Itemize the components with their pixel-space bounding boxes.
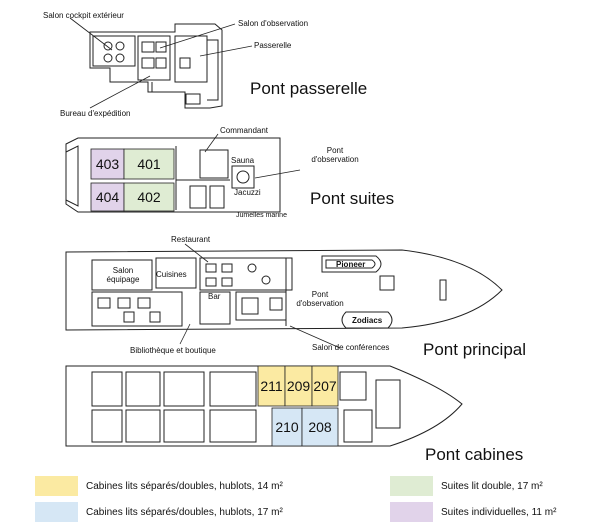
cabin-402: 402 — [137, 189, 161, 205]
deck-title-suites: Pont suites — [310, 189, 395, 208]
label-jacuzzi: Jacuzzi — [234, 188, 261, 197]
label-pont-observation-line1: Pont — [326, 146, 344, 155]
legend-item-yellow: Cabines lits séparés/doubles, hublots, 1… — [35, 476, 283, 496]
legend-text-green: Suites lit double, 17 m² — [441, 480, 543, 492]
cabin-fill-210 — [271, 407, 303, 447]
deck-passerelle-furniture — [103, 41, 201, 105]
label-zodiacs: Zodiacs — [352, 316, 383, 325]
label-bureau-expedition: Bureau d'expédition — [60, 109, 131, 118]
legend-swatch-blue — [35, 502, 78, 522]
label-pont-observation-principal: Pont d'observation — [288, 290, 352, 308]
label-sauna: Sauna — [231, 156, 255, 165]
label-pont-observation-suites: Pont d'observation — [300, 146, 370, 164]
deck-title-passerelle: Pont passerelle — [250, 79, 368, 98]
deck-principal-leaders — [179, 243, 341, 349]
legend-swatch-yellow — [35, 476, 78, 496]
cabin-fill-401 — [123, 148, 175, 180]
cabin-fill-208 — [301, 407, 339, 447]
legend-text-yellow: Cabines lits séparés/doubles, hublots, 1… — [86, 480, 283, 492]
legend-item-purple: Suites individuelles, 11 m² — [390, 502, 556, 522]
label-pont-observation-p-line1: Pont — [311, 290, 329, 299]
deck-cabines-outline — [65, 365, 463, 447]
label-salon-line2: équipage — [106, 275, 140, 284]
cabin-fill-404 — [90, 182, 125, 212]
deck-suites-outline — [65, 137, 281, 213]
legend-text-blue: Cabines lits séparés/doubles, hublots, 1… — [86, 506, 283, 518]
label-pont-observation-p-line2: d'observation — [296, 299, 344, 308]
label-pioneer: Pioneer — [336, 260, 366, 269]
label-cuisines: Cuisines — [156, 270, 187, 279]
deck-principal-furniture — [97, 263, 283, 323]
cabin-207: 207 — [313, 378, 337, 394]
label-salon-cockpit: Salon cockpit extérieur — [43, 11, 124, 20]
deck-suites-leaders — [204, 133, 301, 179]
legend-item-blue: Cabines lits séparés/doubles, hublots, 1… — [35, 502, 283, 522]
deck-passerelle-outline — [89, 23, 223, 109]
label-bibliotheque-boutique: Bibliothèque et boutique — [130, 346, 216, 355]
label-passerelle: Passerelle — [254, 41, 292, 50]
cabin-209: 209 — [286, 378, 311, 394]
deck-title-cabines: Pont cabines — [425, 445, 524, 464]
label-commandant: Commandant — [220, 126, 269, 135]
cabin-fill-209 — [284, 365, 313, 407]
legend-text-purple: Suites individuelles, 11 m² — [441, 506, 557, 518]
label-bar: Bar — [208, 292, 221, 301]
label-salon-equipage: Salon équipage — [100, 266, 146, 284]
legend-swatch-purple — [390, 502, 433, 522]
cabin-210: 210 — [275, 419, 299, 435]
label-restaurant: Restaurant — [171, 235, 211, 244]
cabin-403: 403 — [95, 156, 120, 172]
deck-passerelle-leaders — [69, 17, 253, 109]
cabin-208: 208 — [308, 419, 332, 435]
deck-principal-boats — [321, 255, 447, 329]
cabin-401: 401 — [137, 156, 161, 172]
cabin-fill-402 — [123, 182, 175, 212]
cabin-fill-207 — [311, 365, 339, 407]
label-pont-observation-line2: d'observation — [311, 155, 359, 164]
label-jumelles-marine: Jumelles marine — [236, 212, 287, 219]
cabin-404: 404 — [95, 189, 120, 205]
legend-swatch-green — [390, 476, 433, 496]
cabin-fill-403 — [90, 148, 125, 180]
label-salon-line1: Salon — [112, 266, 134, 275]
label-salon-conferences: Salon de conférences — [312, 343, 390, 352]
label-salon-observation: Salon d'observation — [238, 19, 309, 28]
colored-cabins — [90, 148, 339, 447]
deck-principal-outline — [65, 249, 503, 331]
deck-title-principal: Pont principal — [423, 340, 527, 359]
cabin-211: 211 — [260, 378, 283, 394]
legend-item-green: Suites lit double, 17 m² — [390, 476, 543, 496]
